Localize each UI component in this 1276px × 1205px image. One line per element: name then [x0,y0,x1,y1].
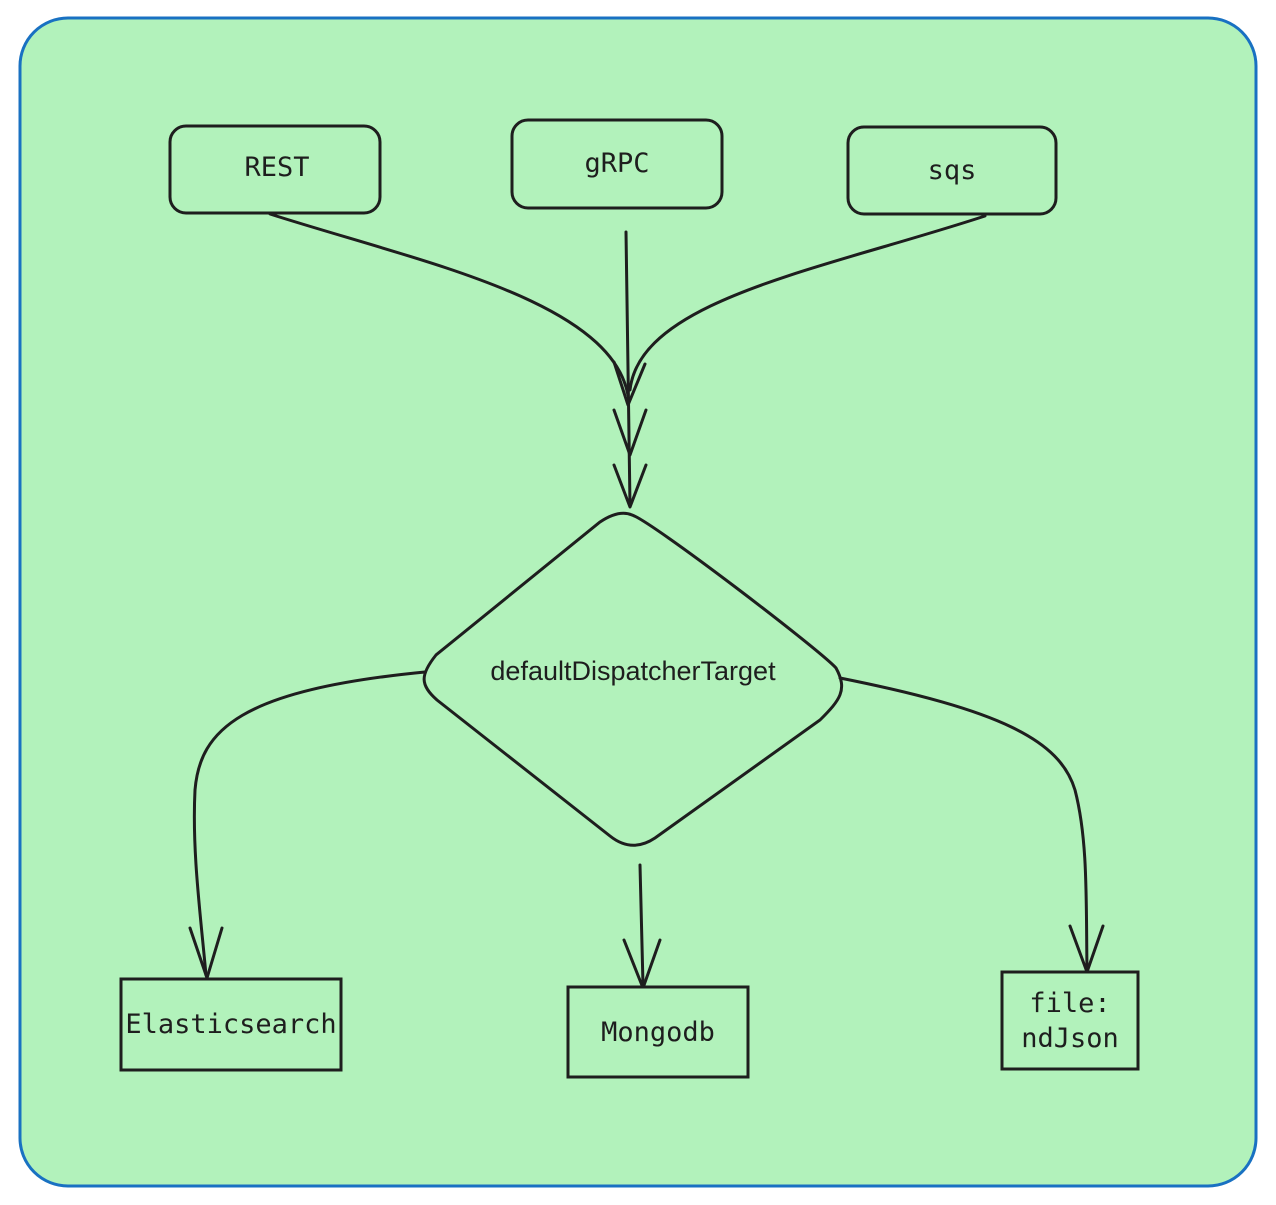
input-label-sqs: sqs [928,155,977,186]
input-label-rest: REST [244,152,309,183]
output-node-file[interactable]: file: ndJson [1000,970,1140,1071]
output-label-mongodb: Mongodb [601,1017,715,1048]
output-label-elasticsearch: Elasticsearch [125,1009,336,1040]
input-node-rest[interactable]: REST [168,124,382,215]
output-node-mongodb[interactable]: Mongodb [566,985,750,1079]
decision-label: defaultDispatcherTarget [490,656,776,686]
input-node-sqs[interactable]: sqs [846,125,1058,216]
output-label-file-line1: file: [1029,988,1110,1019]
arrow-grpc-to-dispatcher [612,230,648,509]
output-node-elasticsearch[interactable]: Elasticsearch [119,977,343,1072]
input-node-grpc[interactable]: gRPC [510,118,724,210]
arrow-sqs-to-dispatcher [628,214,987,392]
decision-node[interactable]: defaultDispatcherTarget [422,511,844,847]
output-label-file-line2: ndJson [1021,1023,1119,1054]
input-label-grpc: gRPC [584,148,649,179]
